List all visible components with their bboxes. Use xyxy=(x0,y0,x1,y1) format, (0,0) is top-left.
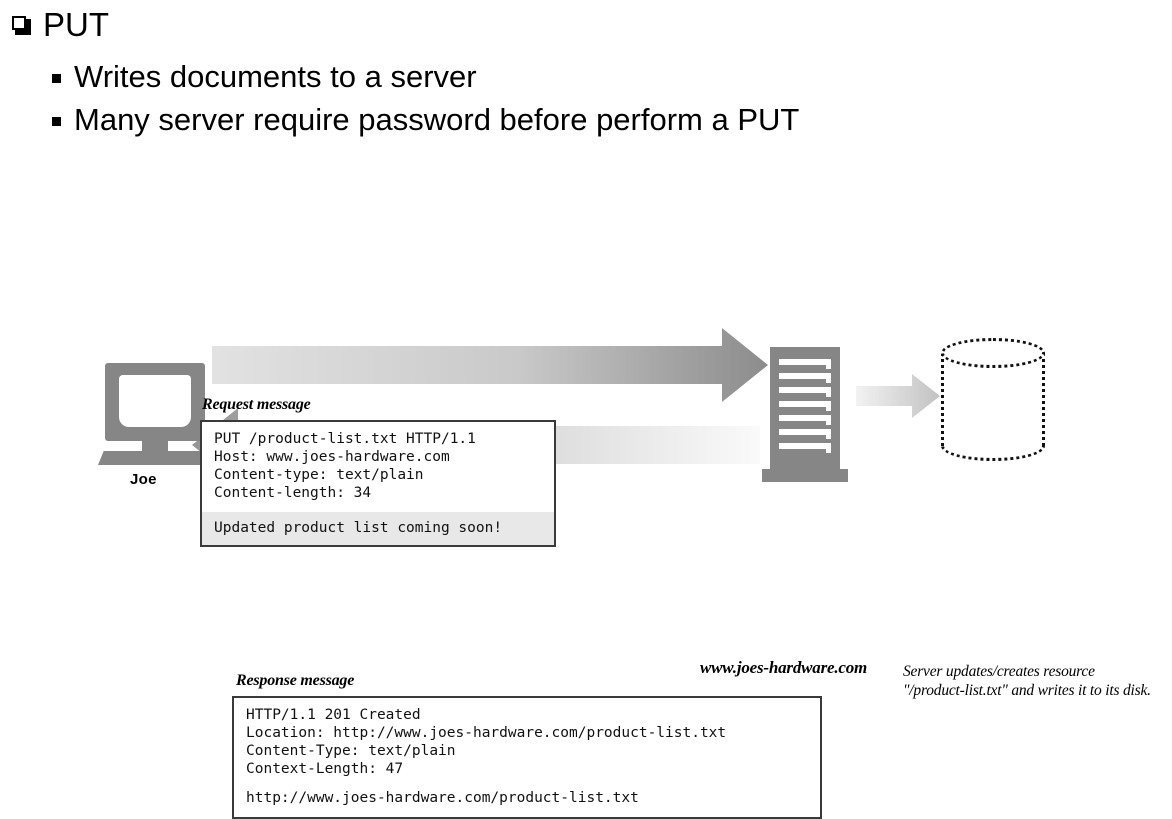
bullet-level2-label-0: Writes documents to a server xyxy=(74,59,477,94)
response-body: http://www.joes-hardware.com/product-lis… xyxy=(246,790,639,806)
request-message-box: PUT /product-list.txt HTTP/1.1 Host: www… xyxy=(200,420,556,547)
bullet-level2-item-1: Many server require password before perf… xyxy=(52,101,799,139)
storage-annotation: Server updates/creates resource "/produc… xyxy=(903,663,1151,699)
bullet-level1-label: PUT xyxy=(43,6,109,43)
server-hostname-label: www.joes-hardware.com xyxy=(700,658,868,677)
response-message-caption: Response message xyxy=(236,672,355,689)
request-body: Updated product list coming soon! xyxy=(202,511,554,545)
square-filled-bullet-icon xyxy=(52,117,61,126)
request-headers: PUT /product-list.txt HTTP/1.1 Host: www… xyxy=(214,431,476,501)
desktop-computer-icon xyxy=(98,363,218,468)
arrow-right-small-icon xyxy=(856,374,940,418)
http-put-diagram: Joe Request message PUT /product-list.tx… xyxy=(0,180,1172,819)
request-message-caption: Request message xyxy=(202,396,311,413)
square-filled-bullet-icon xyxy=(52,74,61,83)
bullet-level2-item-0: Writes documents to a server xyxy=(52,58,477,96)
client-label: Joe xyxy=(130,471,157,488)
response-message-box: HTTP/1.1 201 Created Location: http://ww… xyxy=(232,696,822,819)
bullet-level1-put: PUT xyxy=(12,6,109,44)
database-cylinder-icon xyxy=(941,338,1045,468)
square-outline-bullet-icon xyxy=(12,16,31,35)
response-headers: HTTP/1.1 201 Created Location: http://ww… xyxy=(246,707,727,777)
bullet-level2-label-1: Many server require password before perf… xyxy=(74,102,800,137)
server-tower-icon xyxy=(762,347,848,483)
arrow-right-icon xyxy=(212,328,768,402)
